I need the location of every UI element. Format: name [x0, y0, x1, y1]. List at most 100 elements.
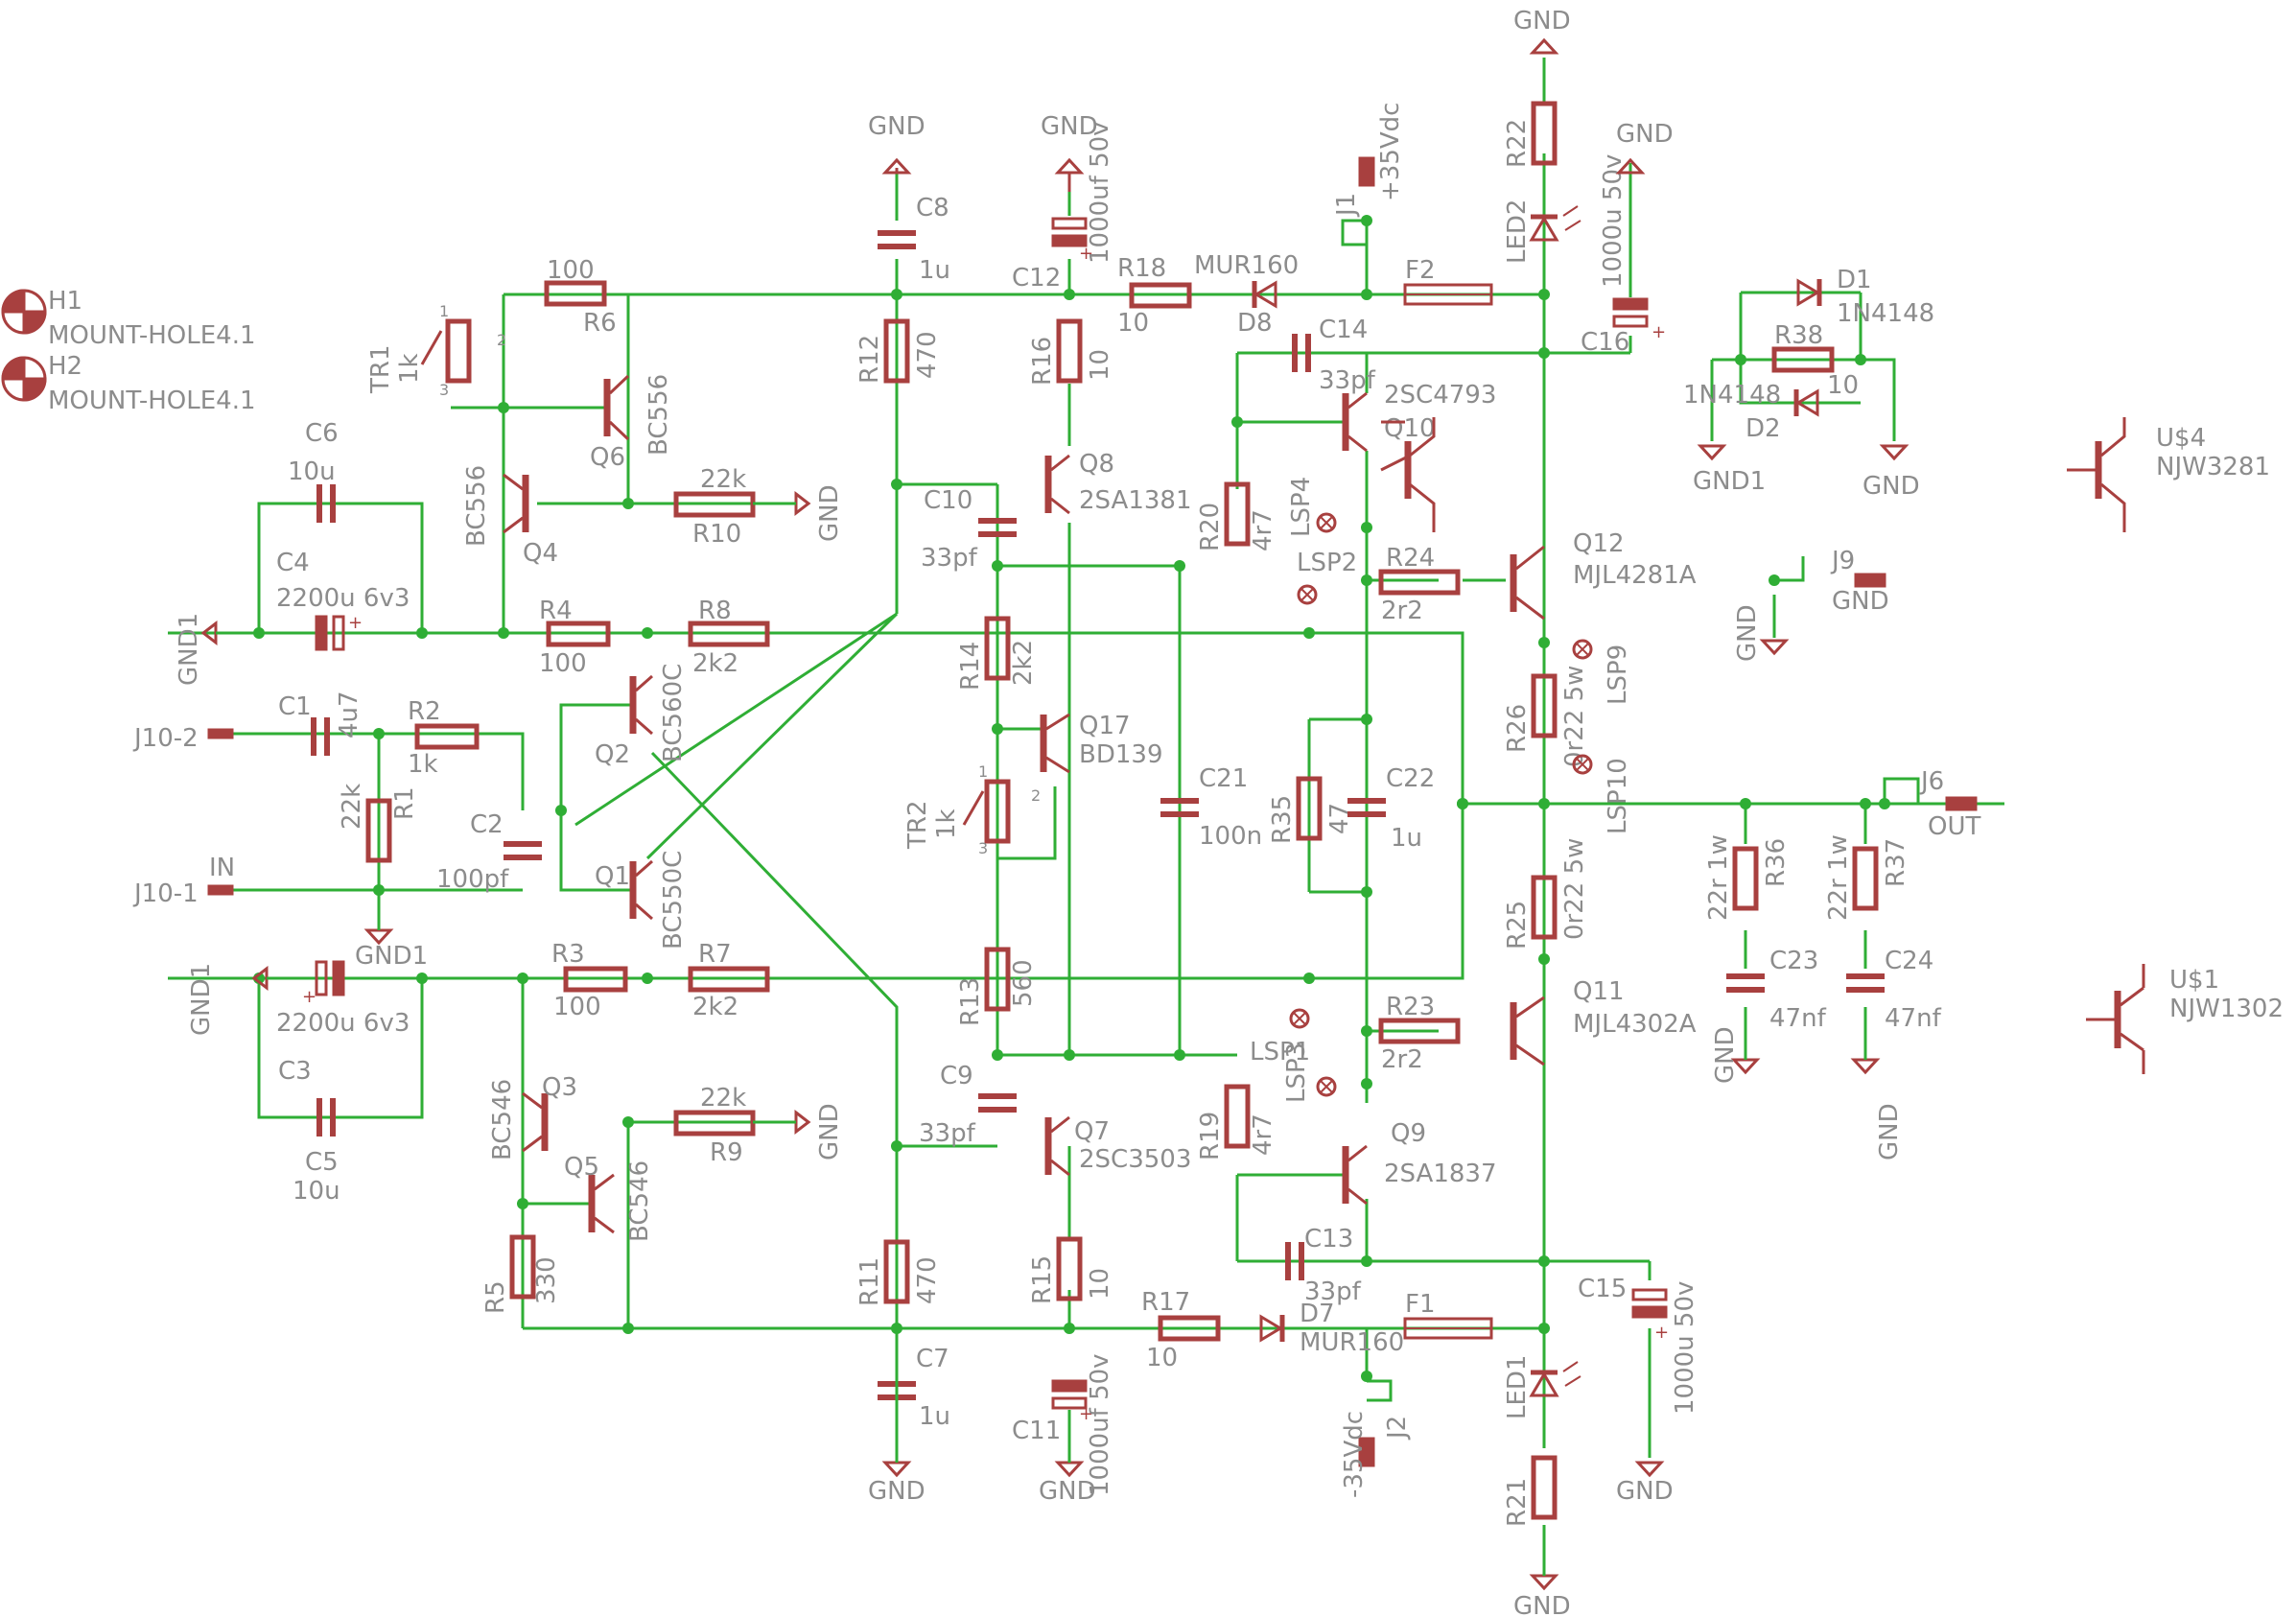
h2-value: MOUNT-HOLE4.1 [48, 387, 256, 415]
j10-2-ref: J10-2 [132, 724, 199, 753]
r26-value: 0r22 5w [1560, 666, 1589, 767]
d1-ref: D1 [1837, 266, 1872, 294]
r16-value: 10 [1086, 349, 1114, 381]
r36-value: 22r 1w [1704, 834, 1733, 921]
c13-value: 33pf [1304, 1277, 1362, 1306]
gnd-label-c24: GND [1875, 1103, 1904, 1160]
tr2-value: 1k [932, 808, 961, 839]
gnd-stubs [216, 192, 1867, 1576]
q10-ref: Q10 [1384, 414, 1436, 443]
capacitor-c4: + C4 2200u 6v3 [276, 549, 410, 651]
f2-ref: F2 [1405, 256, 1436, 285]
c9-value: 33pf [919, 1119, 976, 1148]
resistor-r12: R12 470 [855, 318, 942, 384]
svg-text:+: + [1652, 322, 1666, 342]
q6-ref: Q6 [590, 443, 625, 472]
connector-j1: +35Vdc J1 [1332, 103, 1405, 218]
svg-text:2: 2 [497, 331, 506, 349]
c3-value: 2200u 6v3 [276, 1009, 410, 1038]
fuse-f1: F1 [1403, 1290, 1493, 1340]
svg-text:1: 1 [439, 302, 449, 320]
r14-value: 2k2 [1009, 640, 1038, 686]
d2-ref: D2 [1745, 414, 1781, 443]
r6-value: 100 [547, 256, 595, 285]
r24-ref: R24 [1386, 544, 1435, 573]
r1-value: 22k [338, 784, 366, 830]
lsp9-ref: LSP9 [1604, 644, 1632, 705]
u1-ref: U$1 [2169, 966, 2219, 995]
h2-ref: H2 [48, 352, 82, 381]
d2-value: 1N4148 [1683, 381, 1781, 410]
r38-value: 10 [1827, 371, 1859, 400]
c4-value: 2200u 6v3 [276, 584, 410, 613]
gnd-label-d: GND [1863, 472, 1920, 501]
j2-ref: J2 [1383, 1416, 1412, 1441]
r21-ref: R21 [1503, 1478, 1532, 1527]
test-point-lsp2: LSP2 [1297, 549, 1357, 605]
c5-ref: C5 [305, 1148, 339, 1177]
q1-ref: Q1 [595, 862, 630, 891]
capacitor-c12: + C12 1000uf 50v [1012, 121, 1114, 293]
gnd-label-r9: GND [815, 1103, 844, 1160]
r35-value: 47 [1325, 803, 1354, 834]
transistor-q12: Q12 MJL4281A [1510, 529, 1697, 621]
transistor-q10: 2SC4793 Q10 [1342, 381, 1496, 453]
gnd1-label-c4: GND1 [175, 613, 203, 686]
r9-value: 22k [700, 1084, 746, 1113]
capacitor-c16: + C16 1000u 50v [1581, 154, 1666, 357]
r14-ref: R14 [956, 642, 985, 691]
j2-net: -35Vdc [1340, 1411, 1369, 1498]
capacitor-c6: C6 10u [288, 419, 339, 523]
q11-ref: Q11 [1573, 977, 1625, 1006]
resistor-r38: R38 10 [1771, 321, 1859, 400]
transistor-q17: Q17 BD139 [1040, 712, 1162, 774]
svg-text:+: + [1079, 244, 1093, 264]
c1-ref: C1 [278, 692, 312, 721]
resistor-r25: R25 0r22 5w [1503, 838, 1589, 949]
r7-ref: R7 [698, 940, 732, 969]
q6-value: BC556 [644, 374, 673, 456]
r17-value: 10 [1146, 1344, 1178, 1372]
led1-ref: LED1 [1503, 1355, 1532, 1419]
resistor-r14: R14 2k2 [956, 616, 1038, 691]
j6-ref: J6 [1919, 767, 1944, 796]
resistor-r2: R2 1k [408, 697, 480, 779]
resistor-r6: 100 R6 [544, 256, 617, 338]
c14-value: 33pf [1319, 366, 1376, 395]
r12-ref: R12 [855, 335, 884, 384]
mount-hole-h1: H1 MOUNT-HOLE4.1 [1, 287, 256, 350]
c4-ref: C4 [276, 549, 310, 577]
q7-value: 2SC3503 [1079, 1145, 1191, 1174]
transistor-q11: Q11 MJL4302A [1510, 977, 1697, 1066]
svg-text:3: 3 [439, 381, 449, 399]
f1-ref: F1 [1405, 1290, 1436, 1319]
q17-value: BD139 [1079, 740, 1162, 769]
transistor-q2: Q2 BC560C [595, 664, 688, 769]
q4-value: BC556 [462, 465, 491, 547]
transistor-q3: Q3 BC546 [488, 1073, 577, 1160]
transistor-u4-right: U$4 NJW3281 [2067, 417, 2270, 532]
tr1-ref: TR1 [366, 345, 395, 395]
c13-ref: C13 [1304, 1225, 1353, 1254]
test-point-lsp9: LSP9 [1572, 639, 1632, 705]
resistor-r20: R20 4r7 [1196, 481, 1277, 551]
r15-value: 10 [1086, 1268, 1114, 1300]
transistor-q6: Q6 BC556 [590, 374, 673, 472]
resistor-r24: R24 2r2 [1378, 544, 1461, 625]
c22-ref: C22 [1386, 764, 1435, 793]
resistor-r1: 22k R1 [338, 784, 419, 863]
gnd-label-r10: GND [815, 484, 844, 542]
h1-value: MOUNT-HOLE4.1 [48, 321, 256, 350]
r5-value: 330 [532, 1256, 561, 1304]
r20-ref: R20 [1196, 503, 1225, 551]
q3-ref: Q3 [542, 1073, 577, 1102]
resistor-r5: R5 330 [481, 1234, 561, 1314]
capacitor-c21: C21 100n [1160, 764, 1262, 851]
capacitor-c22: C22 1u [1347, 764, 1435, 853]
resistor-r21: R21 [1503, 1455, 1558, 1527]
diode-d1: D1 1N4148 [1796, 266, 1934, 328]
q8-ref: Q8 [1079, 450, 1114, 479]
led2-ref: LED2 [1503, 199, 1532, 264]
svg-text:+: + [302, 987, 316, 1007]
